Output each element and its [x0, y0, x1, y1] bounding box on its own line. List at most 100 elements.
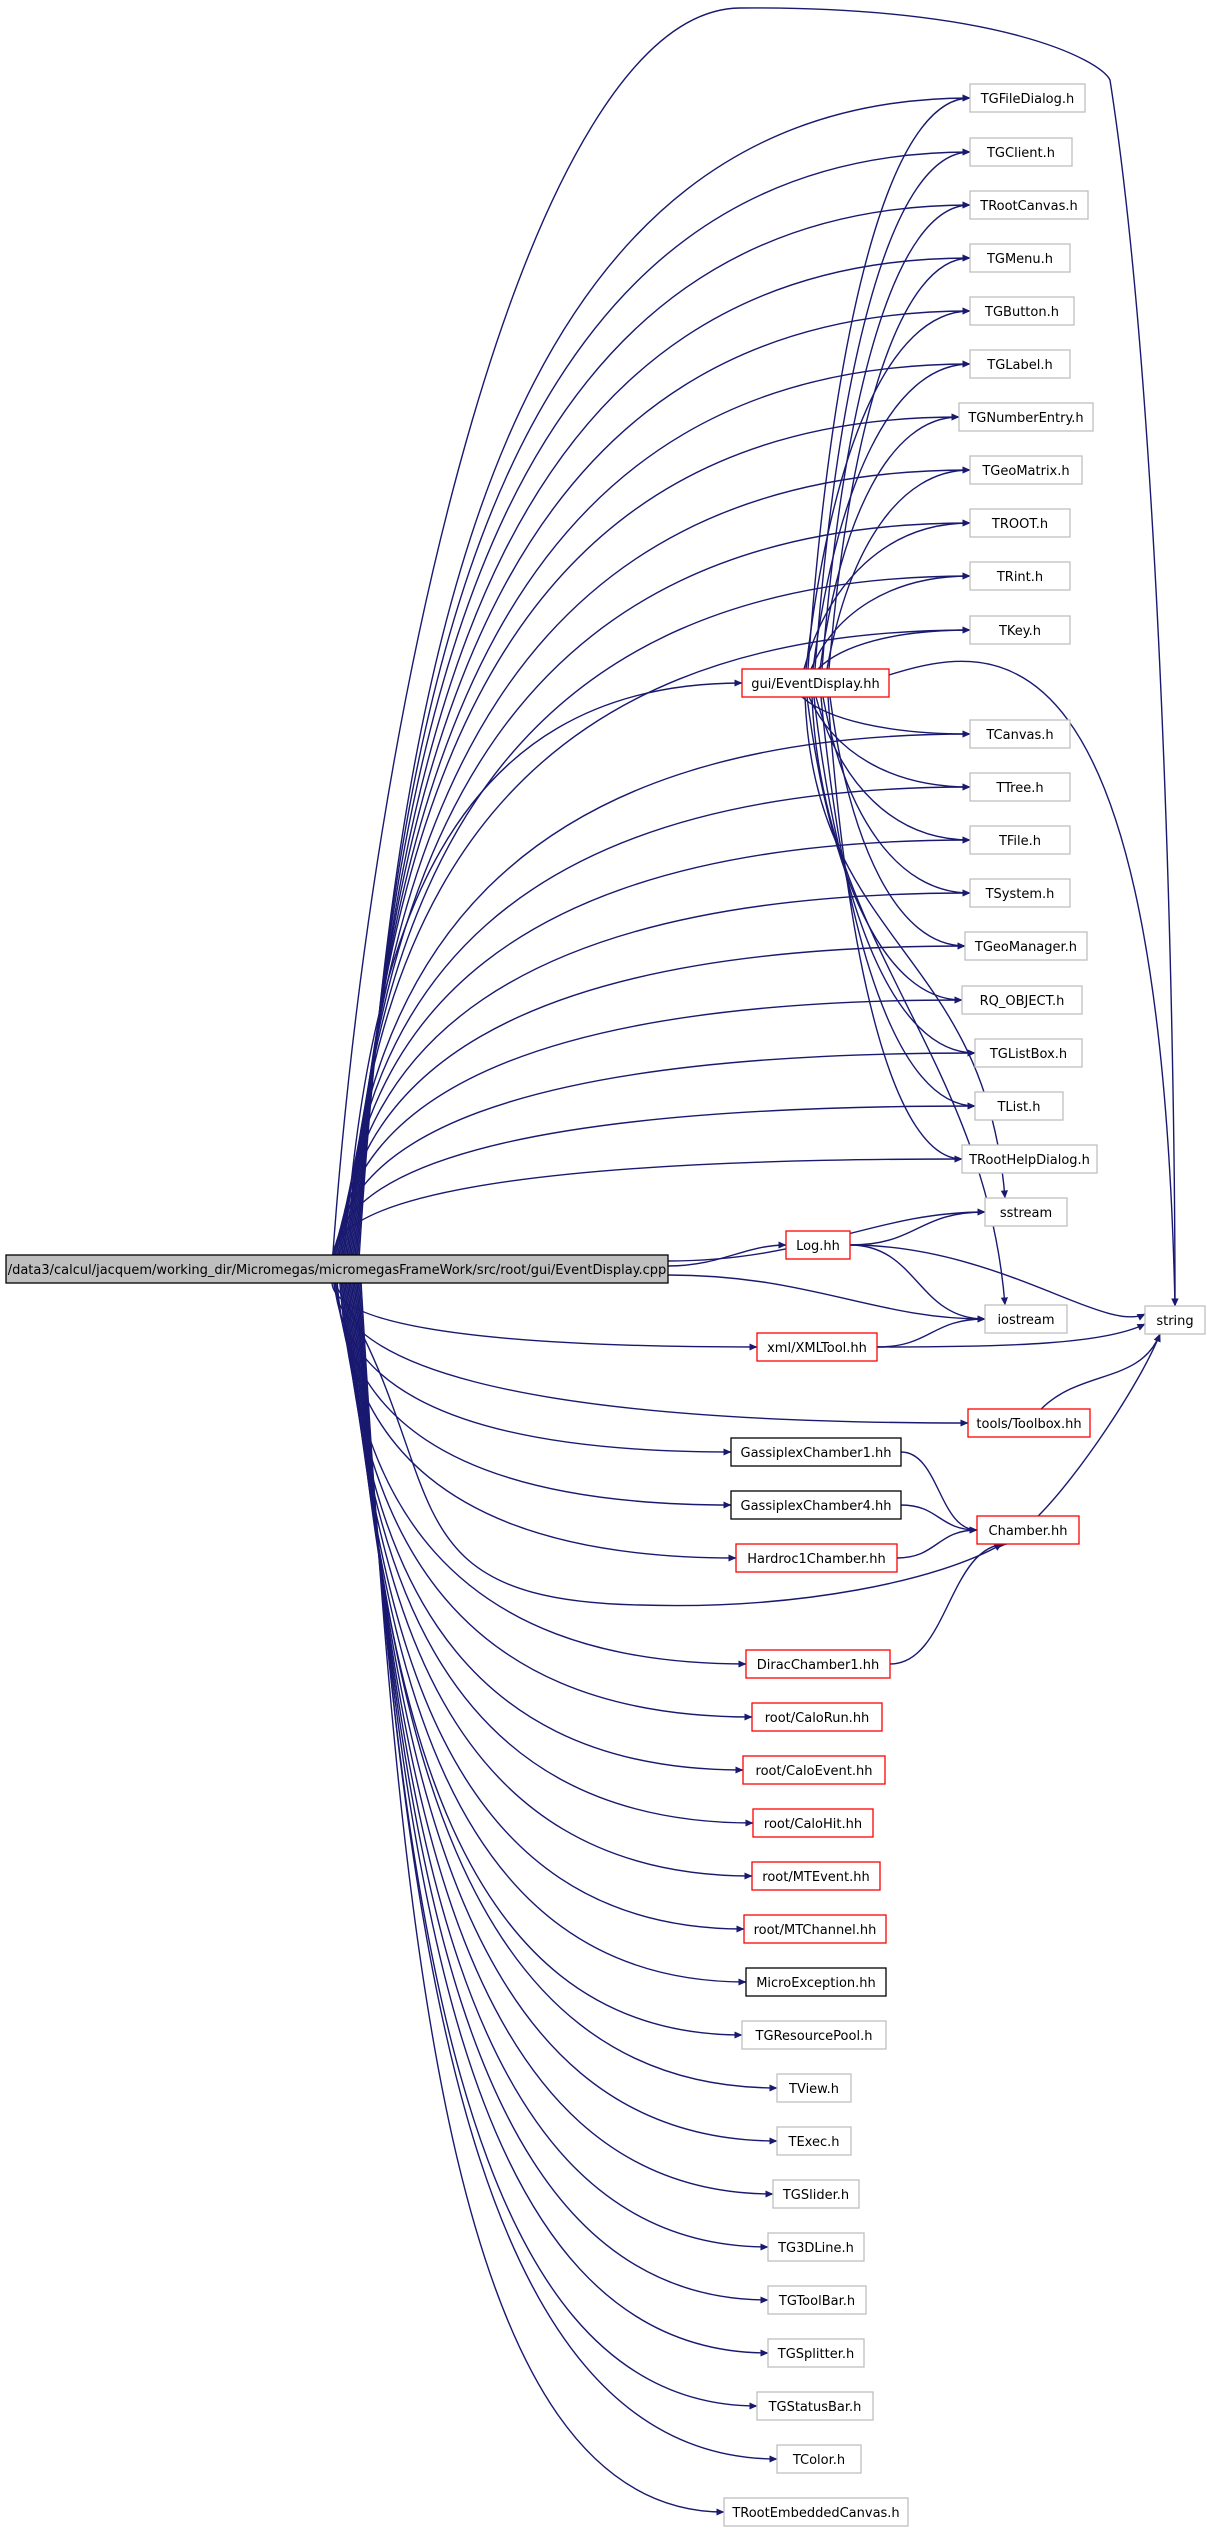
edge-Dirac1-to-Chamber: [889, 1540, 1008, 1665]
edge-src-to-TGeoMatrix: [349, 466, 971, 1256]
node-box: [969, 878, 1071, 908]
edge-Log-to-iostream: [849, 1244, 986, 1323]
node-box: [976, 1515, 1080, 1545]
node-box: [974, 1091, 1064, 1121]
node-box: [984, 1197, 1068, 1227]
node-Log[interactable]: Log.hh: [785, 1230, 851, 1260]
node-label: Log.hh: [796, 1239, 840, 1254]
edge-src-to-TROOT: [347, 519, 971, 1256]
node-box: [974, 1038, 1083, 1068]
node-box: [969, 719, 1071, 749]
node-string[interactable]: string: [1144, 1305, 1206, 1335]
node-label: TGNumberEntry.h: [967, 411, 1083, 426]
node-label: TTree.h: [995, 781, 1043, 796]
node-TRootEmbeddedCanvas[interactable]: TRootEmbeddedCanvas.h: [723, 2497, 909, 2527]
edge-EventDisplay-to-TRootHelpDialog: [827, 696, 963, 1163]
node-TGListBox[interactable]: TGListBox.h: [974, 1038, 1083, 1068]
node-Gassiplex4[interactable]: GassiplexChamber4.hh: [730, 1490, 902, 1520]
edge-EventDisplay-to-TSystem: [822, 696, 971, 897]
node-TRootCanvas[interactable]: TRootCanvas.h: [969, 190, 1089, 220]
node-TGLabel[interactable]: TGLabel.h: [969, 349, 1071, 379]
node-box: [969, 772, 1071, 802]
node-Hardroc1[interactable]: Hardroc1Chamber.hh: [735, 1543, 898, 1573]
node-label: TRootHelpDialog.h: [968, 1153, 1090, 1168]
edge-src-to-EventDisplay: [343, 679, 743, 1256]
node-box: [776, 2073, 852, 2103]
node-MTEvent[interactable]: root/MTEvent.hh: [751, 1861, 881, 1891]
edge-src-to-Log: [667, 1241, 787, 1267]
node-box: [730, 1490, 902, 1520]
node-label: string: [1156, 1314, 1193, 1329]
node-TColor[interactable]: TColor.h: [776, 2444, 862, 2474]
node-label: sstream: [1000, 1206, 1052, 1221]
node-box: [969, 561, 1071, 591]
node-TGStatusBar[interactable]: TGStatusBar.h: [756, 2391, 874, 2421]
node-MicroException[interactable]: MicroException.hh: [745, 1967, 887, 1997]
node-TGSlider[interactable]: TGSlider.h: [772, 2179, 860, 2209]
source-file-node[interactable]: /data3/calcul/jacquem/working_dir/Microm…: [5, 1254, 669, 1284]
node-TFile[interactable]: TFile.h: [969, 825, 1071, 855]
node-TGToolBar[interactable]: TGToolBar.h: [767, 2285, 867, 2315]
node-TGFileDialog[interactable]: TGFileDialog.h: [969, 83, 1086, 113]
node-TGSplitter[interactable]: TGSplitter.h: [767, 2338, 865, 2368]
edge-src-to-TGeoManager: [337, 942, 966, 1256]
node-XMLTool[interactable]: xml/XMLTool.hh: [756, 1332, 878, 1362]
node-EventDisplay[interactable]: gui/EventDisplay.hh: [741, 668, 890, 698]
edge-EventDisplay-to-TGLabel: [812, 360, 971, 670]
node-TGMenu[interactable]: TGMenu.h: [969, 243, 1071, 273]
node-box: [1144, 1305, 1206, 1335]
node-box: [742, 1755, 886, 1785]
node-TROOT[interactable]: TROOT.h: [969, 508, 1071, 538]
node-label: TList.h: [996, 1100, 1040, 1115]
edge-Gassiplex1-to-Chamber: [900, 1451, 978, 1534]
node-TRootHelpDialog[interactable]: TRootHelpDialog.h: [961, 1144, 1098, 1174]
node-box: [741, 2020, 887, 2050]
node-TGResourcePool[interactable]: TGResourcePool.h: [741, 2020, 887, 2050]
node-TGeoMatrix[interactable]: TGeoMatrix.h: [969, 455, 1083, 485]
edge-src-to-TFile: [340, 836, 971, 1256]
node-TTree[interactable]: TTree.h: [969, 772, 1071, 802]
node-box: [961, 985, 1083, 1015]
node-box: [969, 137, 1073, 167]
node-Dirac1[interactable]: DiracChamber1.hh: [745, 1649, 891, 1679]
node-TGeoManager[interactable]: TGeoManager.h: [964, 931, 1088, 961]
node-TG3DLine[interactable]: TG3DLine.h: [767, 2232, 865, 2262]
node-TGClient[interactable]: TGClient.h: [969, 137, 1073, 167]
edge-src-to-TCanvas: [342, 730, 971, 1256]
edge-EventDisplay-to-TGMenu: [828, 254, 971, 670]
node-iostream[interactable]: iostream: [984, 1304, 1068, 1334]
node-CaloRun[interactable]: root/CaloRun.hh: [751, 1702, 883, 1732]
node-TKey[interactable]: TKey.h: [969, 615, 1071, 645]
node-label: root/CaloEvent.hh: [756, 1764, 873, 1779]
node-TView[interactable]: TView.h: [776, 2073, 852, 2103]
node-Chamber[interactable]: Chamber.hh: [976, 1515, 1080, 1545]
node-TGButton[interactable]: TGButton.h: [969, 296, 1075, 326]
edge-src-to-string: [330, 7, 1179, 1307]
node-CaloEvent[interactable]: root/CaloEvent.hh: [742, 1755, 886, 1785]
node-label: TGeoMatrix.h: [981, 464, 1069, 479]
node-TExec[interactable]: TExec.h: [776, 2126, 852, 2156]
edge-src-to-CaloRun: [340, 1282, 753, 1721]
node-box: [958, 402, 1094, 432]
node-box: [969, 349, 1071, 379]
node-Toolbox[interactable]: tools/Toolbox.hh: [967, 1408, 1091, 1438]
node-TList[interactable]: TList.h: [974, 1091, 1064, 1121]
node-sstream[interactable]: sstream: [984, 1197, 1068, 1227]
node-CaloHit[interactable]: root/CaloHit.hh: [752, 1808, 874, 1838]
node-MTChannel[interactable]: root/MTChannel.hh: [743, 1914, 887, 1944]
node-label: TGListBox.h: [989, 1047, 1067, 1062]
edge-Chamber-to-string: [1037, 1333, 1161, 1517]
node-TSystem[interactable]: TSystem.h: [969, 878, 1071, 908]
edge-EventDisplay-to-TGFileDialog: [807, 94, 971, 670]
node-TRint[interactable]: TRint.h: [969, 561, 1071, 591]
edge-EventDisplay-to-TGClient: [814, 148, 971, 670]
edge-src-to-TGResourcePool: [348, 1282, 743, 2039]
node-Gassiplex1[interactable]: GassiplexChamber1.hh: [730, 1437, 902, 1467]
node-TCanvas[interactable]: TCanvas.h: [969, 719, 1071, 749]
node-label: TGResourcePool.h: [755, 2029, 873, 2044]
edge-src-to-TRootHelpDialog: [332, 1155, 963, 1256]
node-RQ_OBJECT[interactable]: RQ_OBJECT.h: [961, 985, 1083, 1015]
edge-src-to-XMLTool: [331, 1282, 758, 1351]
node-TGNumberEntry[interactable]: TGNumberEntry.h: [958, 402, 1094, 432]
